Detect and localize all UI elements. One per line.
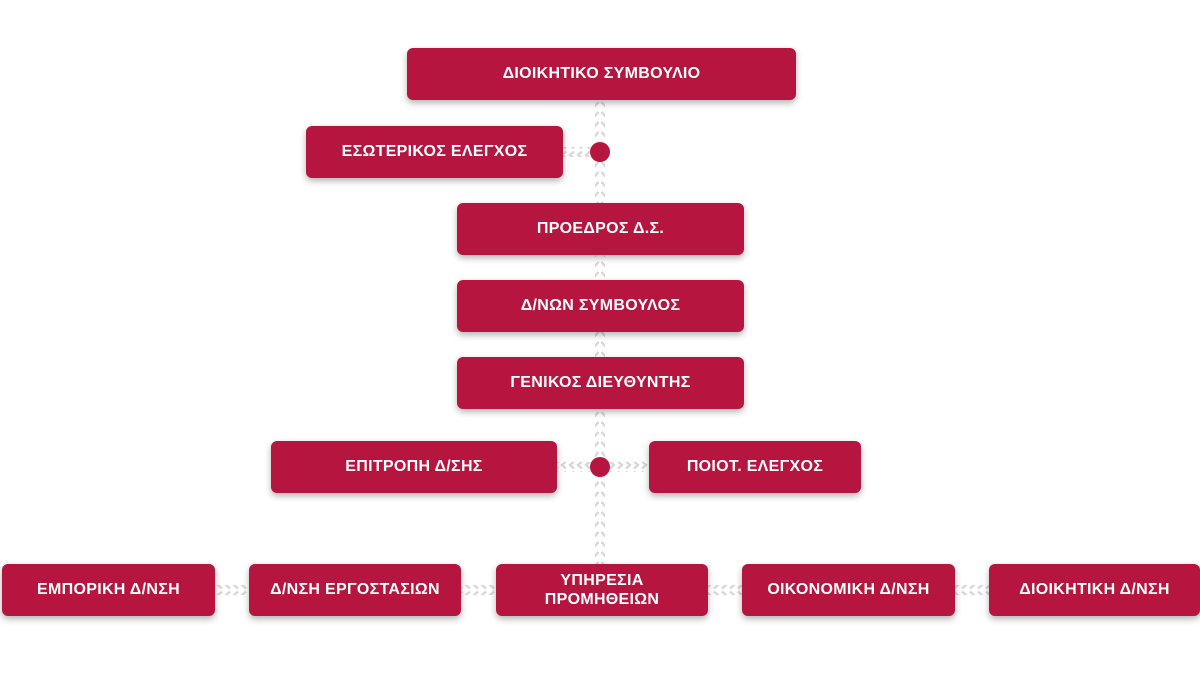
chairman-box: ΠΡΟΕΔΡΟΣ Δ.Σ. <box>457 203 744 255</box>
junction-dot-committee <box>590 457 610 477</box>
branch-internal-audit <box>563 147 595 157</box>
branch-administrative <box>955 585 989 595</box>
branch-commercial <box>215 585 249 595</box>
branch-factories <box>461 585 496 595</box>
general-manager-label: ΓΕΝΙΚΟΣ ΔΙΕΥΘΥΝΤΗΣ <box>510 374 691 392</box>
quality-control-label: ΠΟΙΟΤ. ΕΛΕΓΧΟΣ <box>686 458 824 476</box>
board-box: ΔΙΟΙΚΗΤΙΚΟ ΣΥΜΒΟΥΛΙΟ <box>407 48 796 100</box>
internal-audit-label: ΕΣΩΤΕΡΙΚΟΣ ΕΛΕΓΧΟΣ <box>341 143 528 161</box>
administrative-label: ΔΙΟΙΚΗΤΙΚΗ Δ/ΝΣΗ <box>1019 581 1170 599</box>
management-committee-label: ΕΠΙΤΡΟΠΗ Δ/ΣΗΣ <box>345 458 483 476</box>
branch-quality-control <box>607 462 649 472</box>
trunk-connector <box>595 100 605 565</box>
commercial-label: ΕΜΠΟΡΙΚΗ Δ/ΝΣΗ <box>37 581 180 599</box>
administrative-box: ΔΙΟΙΚΗΤΙΚΗ Δ/ΝΣΗ <box>989 564 1200 616</box>
quality-control-box: ΠΟΙΟΤ. ΕΛΕΓΧΟΣ <box>649 441 861 493</box>
junction-dot-audit <box>590 142 610 162</box>
branch-financial <box>708 585 742 595</box>
commercial-box: ΕΜΠΟΡΙΚΗ Δ/ΝΣΗ <box>2 564 215 616</box>
factories-label: Δ/ΝΣΗ ΕΡΓΟΣΤΑΣΙΩΝ <box>270 581 440 599</box>
internal-audit-box: ΕΣΩΤΕΡΙΚΟΣ ΕΛΕΓΧΟΣ <box>306 126 563 178</box>
board-label: ΔΙΟΙΚΗΤΙΚΟ ΣΥΜΒΟΥΛΙΟ <box>502 65 701 83</box>
general-manager-box: ΓΕΝΙΚΟΣ ΔΙΕΥΘΥΝΤΗΣ <box>457 357 744 409</box>
procurement-label-line1: ΥΠΗΡΕΣΙΑ <box>560 571 644 589</box>
financial-box: ΟΙΚΟΝΟΜΙΚΗ Δ/ΝΣΗ <box>742 564 955 616</box>
procurement-label-line2: ΠΡΟΜΗΘΕΙΩΝ <box>544 591 660 608</box>
branch-management-committee <box>557 462 595 472</box>
managing-director-box: Δ/ΝΩΝ ΣΥΜΒΟΥΛΟΣ <box>457 280 744 332</box>
managing-director-label: Δ/ΝΩΝ ΣΥΜΒΟΥΛΟΣ <box>520 297 681 315</box>
financial-label: ΟΙΚΟΝΟΜΙΚΗ Δ/ΝΣΗ <box>767 581 930 599</box>
factories-box: Δ/ΝΣΗ ΕΡΓΟΣΤΑΣΙΩΝ <box>249 564 461 616</box>
procurement-box: ΥΠΗΡΕΣΙΑ ΠΡΟΜΗΘΕΙΩΝ <box>496 564 708 616</box>
management-committee-box: ΕΠΙΤΡΟΠΗ Δ/ΣΗΣ <box>271 441 557 493</box>
chairman-label: ΠΡΟΕΔΡΟΣ Δ.Σ. <box>536 220 665 238</box>
